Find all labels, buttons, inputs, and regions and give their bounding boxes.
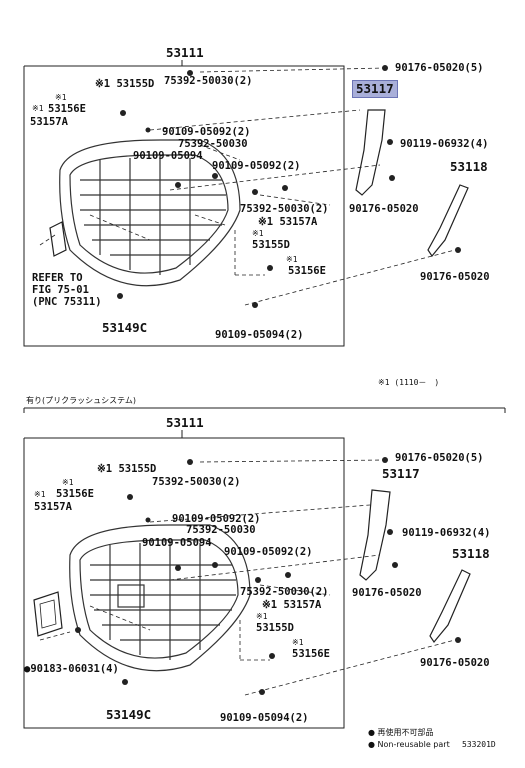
label-90109-05092-2b: 90109-05092(2) bbox=[224, 546, 313, 558]
label-53157A: 53157A bbox=[34, 501, 72, 513]
label-90109-05092-2: 90109-05092(2) bbox=[172, 513, 261, 525]
note-mark: ※1 bbox=[55, 93, 67, 102]
label-90176-05020: 90176-05020 bbox=[352, 587, 422, 599]
legend-en: ● Non-reusable part bbox=[368, 740, 450, 749]
label-90183-06031-4: ●90183-06031(4) bbox=[24, 663, 119, 675]
label-90109-05094: 90109-05094 bbox=[133, 150, 203, 162]
label-53157A-right: ※1 53157A bbox=[258, 216, 318, 228]
label-53157A: 53157A bbox=[30, 116, 68, 128]
bottom-assembly-number: 53111 bbox=[166, 415, 204, 430]
diagram-code: 533201D bbox=[462, 740, 496, 749]
label-90109-05094-2: 90109-05094(2) bbox=[215, 329, 304, 341]
label-90109-05094: 90109-05094 bbox=[142, 537, 212, 549]
label-53155D-right: 53155D bbox=[252, 239, 290, 251]
refer-line-3: (PNC 75311) bbox=[32, 296, 102, 308]
note-mark: ※1 bbox=[62, 478, 74, 487]
grille-bottom bbox=[69, 524, 251, 672]
label-53156E: 53156E bbox=[56, 488, 94, 500]
label-75392-50030-2b: 75392-50030(2) bbox=[240, 203, 329, 215]
note-mark: ※1 bbox=[256, 612, 268, 621]
label-90176-05020b: 90176-05020 bbox=[420, 271, 490, 283]
note-mark: ※1 bbox=[34, 490, 46, 499]
note-mark: ※1 bbox=[252, 229, 264, 238]
label-53117-highlight[interactable]: 53117 bbox=[352, 80, 398, 98]
label-53155D: ※1 53155D bbox=[95, 78, 155, 90]
label-53118: 53118 bbox=[452, 546, 490, 561]
top-assembly-number: 53111 bbox=[166, 45, 204, 60]
section-heading: 有り(プリクラッシュシステム) bbox=[26, 396, 137, 405]
label-90176-05020: 90176-05020 bbox=[349, 203, 419, 215]
label-53156E: 53156E bbox=[48, 103, 86, 115]
label-90176-05020-5: 90176-05020(5) bbox=[395, 452, 484, 464]
label-53157A-right: ※1 53157A bbox=[262, 599, 322, 611]
label-90119-06932-4: 90119-06932(4) bbox=[402, 527, 491, 539]
legend-jp: ● 再使用不可部品 bbox=[368, 728, 434, 737]
note-serial: ※1 (1110－ ) bbox=[378, 378, 440, 387]
label-53156E-right: 53156E bbox=[288, 265, 326, 277]
grille-top bbox=[59, 139, 241, 287]
label-53118: 53118 bbox=[450, 159, 488, 174]
label-90109-05092-2: 90109-05092(2) bbox=[162, 126, 251, 138]
note-mark: ※1 bbox=[292, 638, 304, 647]
bottom-frame bbox=[23, 437, 345, 729]
label-90176-05020-5: 90176-05020(5) bbox=[395, 62, 484, 74]
label-75392-50030: 75392-50030 bbox=[178, 138, 248, 150]
label-90176-05020b: 90176-05020 bbox=[420, 657, 490, 669]
note-mark: ※1 bbox=[32, 104, 44, 113]
label-75392-50030-2: 75392-50030(2) bbox=[164, 75, 253, 87]
label-53155D-right: 53155D bbox=[256, 622, 294, 634]
label-90109-05094-2: 90109-05094(2) bbox=[220, 712, 309, 724]
note-mark: ※1 bbox=[286, 255, 298, 264]
label-75392-50030: 75392-50030 bbox=[186, 524, 256, 536]
refer-line-1: REFER TO bbox=[32, 272, 83, 284]
label-75392-50030-2b: 75392-50030(2) bbox=[240, 586, 329, 598]
label-90109-05092-2b: 90109-05092(2) bbox=[212, 160, 301, 172]
top-frame bbox=[23, 65, 345, 347]
label-53155D: ※1 53155D bbox=[97, 463, 157, 475]
refer-line-2: FIG 75-01 bbox=[32, 284, 89, 296]
label-75392-50030-2: 75392-50030(2) bbox=[152, 476, 241, 488]
label-53156E-right: 53156E bbox=[292, 648, 330, 660]
label-53149C: 53149C bbox=[102, 320, 148, 335]
label-53149C: 53149C bbox=[106, 707, 152, 722]
label-53117: 53117 bbox=[382, 466, 420, 481]
label-90119-06932-4: 90119-06932(4) bbox=[400, 138, 489, 150]
